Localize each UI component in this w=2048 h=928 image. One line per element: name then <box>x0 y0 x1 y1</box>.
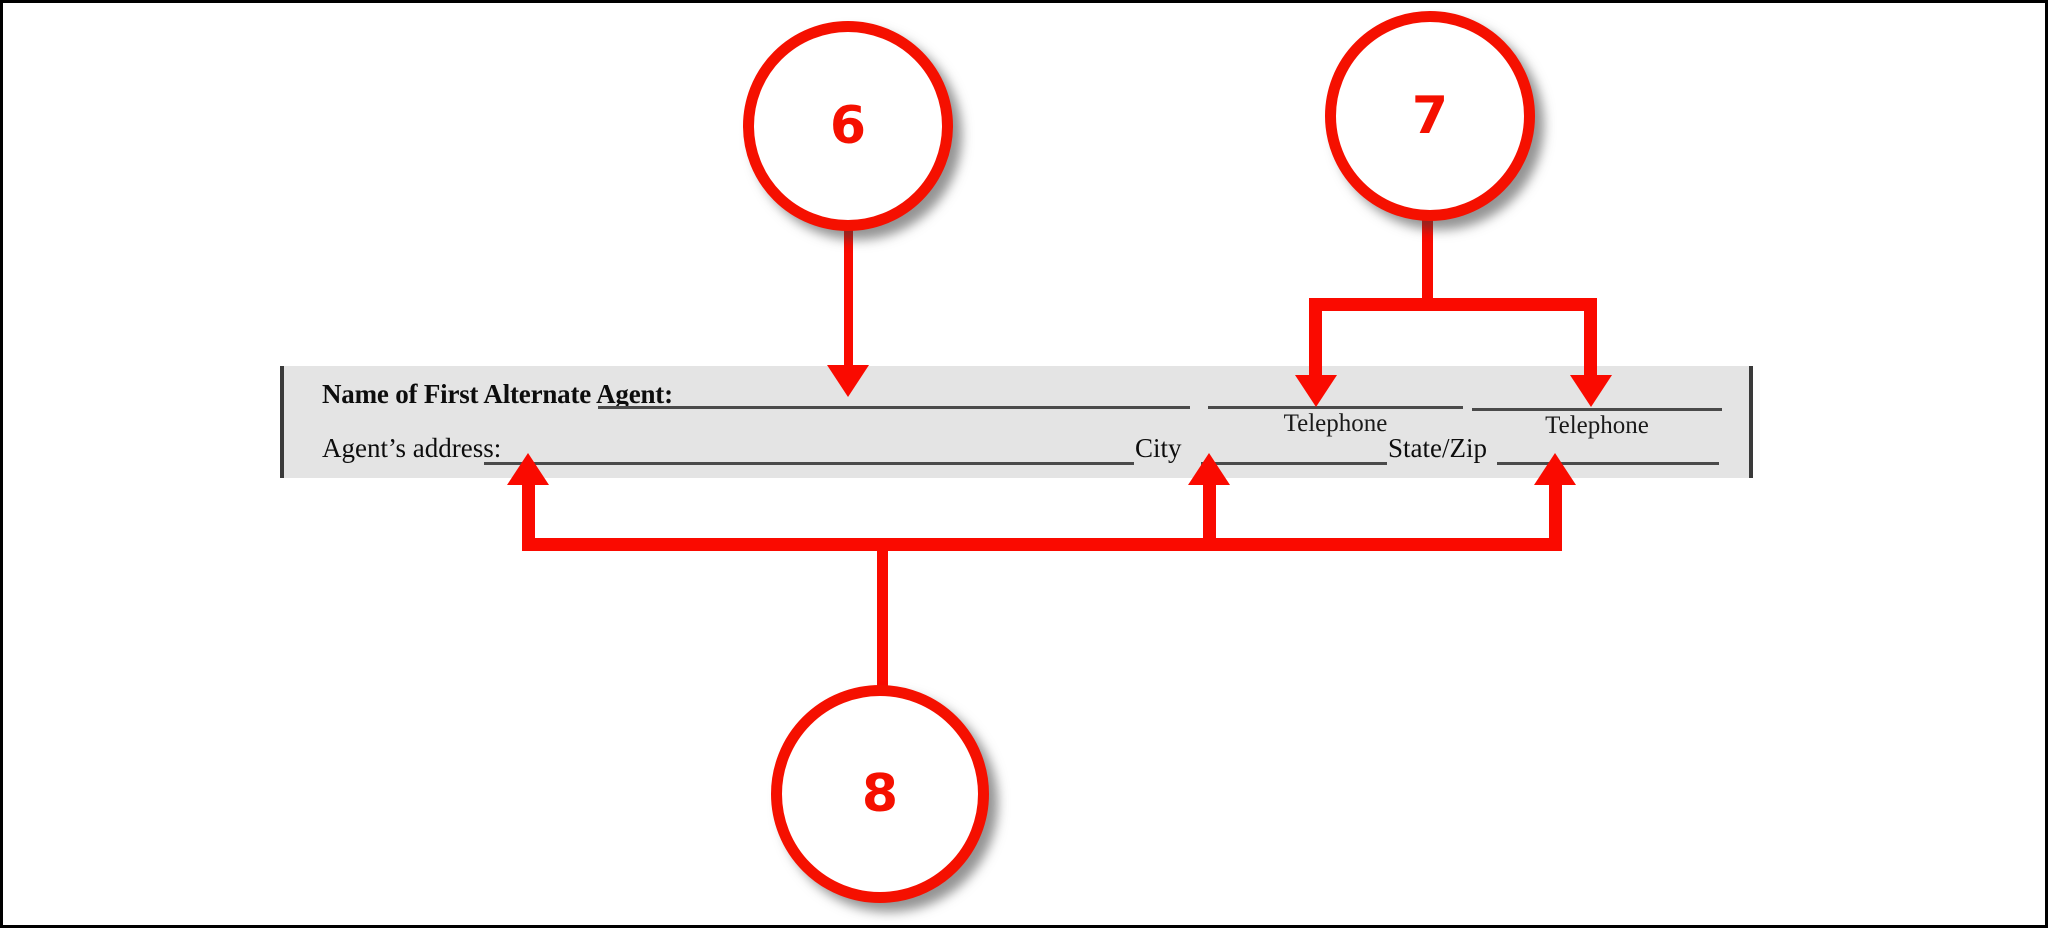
name-input-rule[interactable] <box>598 406 1190 409</box>
city-input-rule[interactable] <box>1201 462 1387 465</box>
state-zip-input-rule[interactable] <box>1497 462 1719 465</box>
address-input-rule[interactable] <box>484 462 1134 465</box>
telephone-2-input-rule[interactable] <box>1472 408 1722 411</box>
callout-6-connector-stem <box>844 225 853 377</box>
callout-7-connector-bar <box>1309 298 1597 311</box>
callout-8-connector-leg-left <box>522 473 535 545</box>
address-row: Agent’s address: City State/Zip <box>284 422 1749 478</box>
name-row: Name of First Alternate Agent: Telephone… <box>284 366 1749 439</box>
callout-8-arrowhead-middle <box>1188 453 1230 485</box>
callout-circle-8[interactable]: 8 <box>771 685 989 903</box>
callout-7-connector-stem <box>1422 215 1433 304</box>
address-label: Agent’s address: <box>322 433 502 463</box>
callout-8-connector-bar <box>522 538 1562 551</box>
callout-8-connector-leg-right <box>1549 473 1562 545</box>
callout-circle-6[interactable]: 6 <box>743 21 953 231</box>
callout-7-arrowhead-left <box>1295 375 1337 407</box>
telephone-1-input-rule[interactable] <box>1208 406 1463 409</box>
callout-7-connector-leg-right <box>1584 298 1597 388</box>
telephone-2-caption: Telephone <box>1545 412 1649 439</box>
form-strip: Name of First Alternate Agent: Telephone… <box>280 366 1753 478</box>
state-zip-label: State/Zip <box>1388 433 1487 463</box>
name-label: Name of First Alternate Agent: <box>322 379 673 409</box>
callout-circle-7[interactable]: 7 <box>1325 11 1535 221</box>
callout-8-arrowhead-left <box>507 453 549 485</box>
callout-6-arrowhead <box>827 365 869 397</box>
city-label: City <box>1135 433 1182 463</box>
telephone-1-caption: Telephone <box>1283 410 1388 437</box>
callout-7-connector-leg-left <box>1309 298 1322 388</box>
callout-8-connector-leg-middle <box>1203 473 1216 545</box>
callout-8-arrowhead-right <box>1534 453 1576 485</box>
callout-7-arrowhead-right <box>1570 375 1612 407</box>
callout-8-connector-stem <box>877 543 888 693</box>
